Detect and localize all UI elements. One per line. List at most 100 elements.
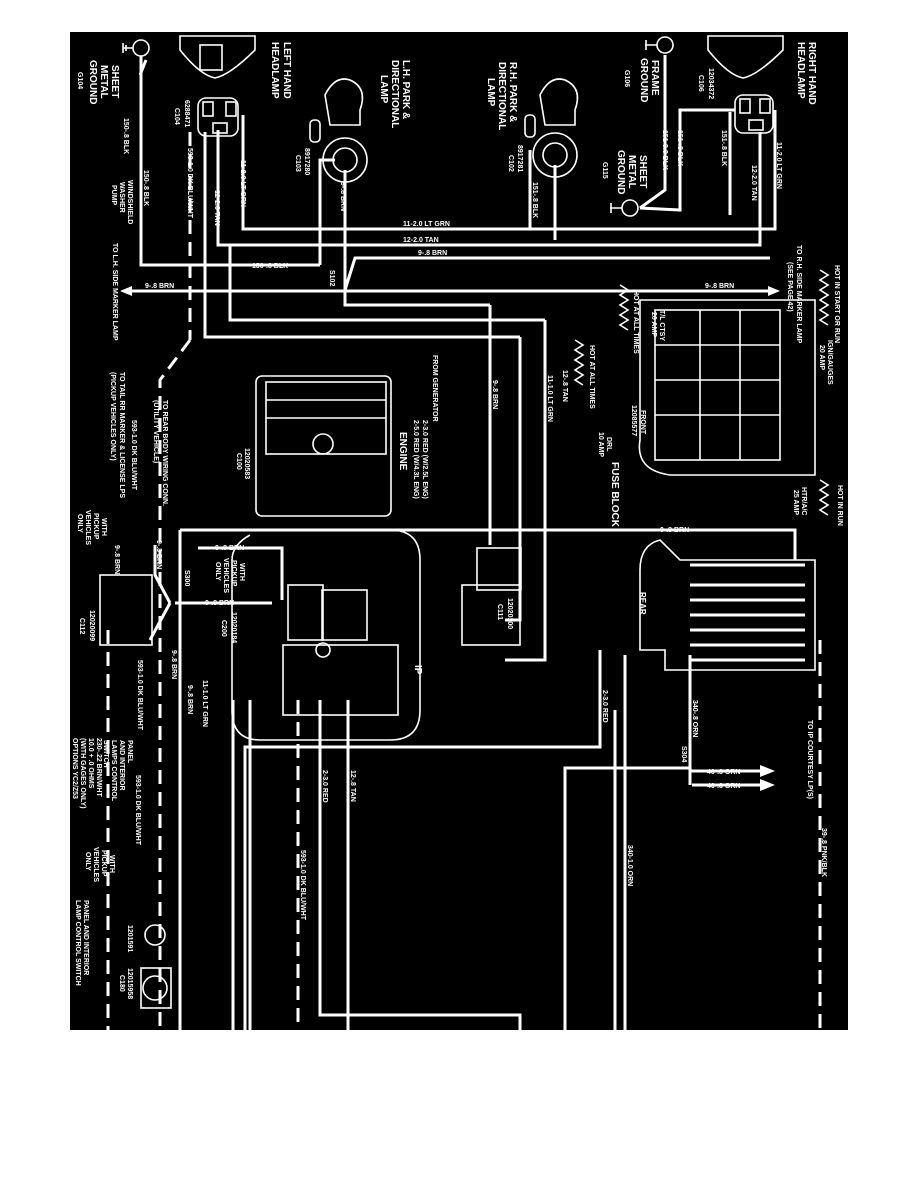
pickup-only-label: WITH (238, 563, 245, 581)
ign-gauges-label-2: 20 AMP (818, 345, 825, 370)
with-pickup-label: WITH (100, 518, 107, 536)
pickup-bottom-label: WITH (108, 855, 115, 873)
windshield-washer-label-3: PUMP (110, 185, 117, 206)
panel-switch-label: PANEL AND INTERIOR (82, 900, 89, 975)
lamp-switch-connectors (140, 924, 172, 1009)
wire-label: 9-.8 BRN (113, 545, 120, 574)
splice-label: S102 (328, 270, 335, 286)
c112-label: 12020099 (88, 610, 95, 641)
c104-label: 6288471 (183, 100, 190, 127)
wire-label: 11-2.0 LT GRN (775, 142, 782, 189)
wire-label: 9-.8 BRN (418, 250, 447, 257)
wire-label: 593-1.0 DK BLU/WHT (299, 850, 306, 921)
right-headlamp (707, 35, 784, 134)
ip-connector-c200 (231, 529, 421, 741)
panel-lamps-switch-label: PANEL (126, 740, 133, 764)
wire-label: 9-.8 BRN (215, 545, 244, 552)
wire-label: 151-.8 BLK (531, 182, 538, 218)
lh-park-label-2: DIRECTIONAL (389, 60, 400, 128)
resistor-label-4: OPTIONS YC2/Z53 (71, 738, 78, 799)
c112-label-2: C112 (78, 618, 85, 634)
resistor-label: 230-.22 BRN/WHT (95, 738, 102, 797)
htr-ac-label-2: 25 AMP (792, 490, 799, 515)
sheet-metal-ground-right-label: SHEET (637, 155, 648, 188)
tl-ctsy-label-2: 20 AMP (650, 312, 657, 337)
wire-label: 9-.8 BRN (170, 650, 177, 679)
with-pickup-label-2: PICKUP (92, 513, 99, 540)
c106-label-2: C106 (697, 75, 704, 92)
wire-label: 39-.8 PNK/BLK (820, 828, 827, 877)
rh-park-label: R.H. PARK & (507, 62, 518, 122)
connector-c100 (255, 375, 392, 517)
wire-label: 9-.8 BRN (205, 600, 234, 607)
c111-label: 12020100 (506, 598, 513, 629)
c103-label-2: C103 (294, 155, 301, 172)
wire-label: 2-3.0 RED (321, 770, 328, 803)
rh-park-label-2: DIRECTIONAL (496, 62, 507, 130)
splice-s304-label: S304 (680, 746, 687, 762)
engine-label: ENGINE (397, 432, 408, 471)
tl-ctsy-label: T/L CTSY (658, 310, 665, 341)
c106-label: 12034372 (707, 68, 714, 99)
wire-label: 40-.8 ORN (707, 783, 740, 790)
drl-label-2: 10 AMP (597, 432, 604, 457)
resistor-label-2: 10.0 + .0 OHMS (87, 738, 94, 789)
wire-label: 12-2.0 TAN (213, 190, 220, 226)
c180-label-2: C180 (118, 975, 125, 992)
c200-label-2: C200 (220, 620, 227, 637)
wire-label: 150-.8 BLK (142, 170, 149, 206)
ign-gauges-label: IGN/GAUGES (826, 340, 833, 385)
ip-label: IP (412, 665, 423, 675)
pickup-only-label-3: VEHICLES (222, 558, 229, 593)
to-rear-body-label-2: (UTILITY VEHICLE) (152, 400, 159, 463)
c104-label-2: C104 (173, 108, 180, 125)
wire-label: 9-.8 BRN (145, 283, 174, 290)
sheet-metal-ground-left-label-2: METAL (98, 65, 109, 99)
to-rh-side-marker-label-2: (SEE PAGE 42) (786, 262, 793, 312)
top-wires (120, 55, 780, 1030)
left-headlamp-label: LEFT HAND (281, 42, 292, 99)
wire-label: 40-.8 ORN (707, 769, 740, 776)
rear-fuse-block (639, 539, 816, 671)
wire-label: 593-1.0 DK BLU/WHT (136, 660, 143, 731)
wire-label: 2-3.0 RED (601, 690, 608, 723)
ground-g106-icon (645, 36, 674, 54)
wire-label: 593-1.0 DK BLU/WHT (134, 775, 141, 846)
panel-lamps-switch-label-4: SWITCH (102, 740, 109, 768)
right-headlamp-label: RIGHT HAND (806, 42, 817, 105)
right-headlamp-label-2: HEADLAMP (795, 42, 806, 99)
c100-label: 12020583 (243, 448, 250, 479)
connector-c111 (461, 547, 522, 646)
to-tail-label-2: (PICKUP VEHICLES ONLY) (109, 372, 116, 461)
windshield-washer-label-2: WASHER (118, 182, 125, 213)
hot-start-run-label: HOT IN START OR RUN (833, 265, 840, 343)
sheet-metal-ground-right-label-3: GROUND (615, 150, 626, 194)
wire-label: 9-.8 BRN (705, 283, 734, 290)
c100-label-2: C100 (235, 453, 242, 470)
c200-label: 12020184 (230, 612, 237, 643)
wire-label: 9-.8 BRN (155, 540, 162, 569)
wire-label: 593-1.0 DK BLU/WHT (130, 420, 137, 491)
wire-label: 9-.8 BRN (491, 380, 498, 409)
c181-label: 1201591 (126, 925, 133, 952)
c102-label: 8917281 (516, 145, 523, 172)
left-headlamp-label-2: HEADLAMP (269, 42, 280, 99)
drl-label: DRL (605, 437, 612, 452)
front-label-2: 12085577 (630, 405, 637, 436)
lh-park-label: L.H. PARK & (400, 60, 411, 119)
rh-park-lamp (524, 78, 579, 178)
g115-label: G115 (601, 162, 608, 179)
connector-c112 (99, 574, 153, 646)
front-fuse-block (638, 299, 816, 476)
pickup-bottom-label-3: VEHICLES (92, 847, 99, 882)
wire-label: 150-.8 BLK (122, 118, 129, 154)
front-label: FRONT (639, 410, 646, 435)
frame-ground-label-2: GROUND (638, 58, 649, 102)
with-pickup-label-4: ONLY (76, 514, 83, 533)
pickup-bottom-label-4: ONLY (84, 852, 91, 871)
hot-all-times-label-2: HOT AT ALL TIMES (588, 345, 595, 409)
htr-ac-label: HTR/A/C (800, 487, 807, 515)
wire-label: 151-.8 BLK (720, 130, 727, 166)
wire-label: 151-3.0 BLK (661, 130, 668, 170)
resistor-label-3: (WITH GAGES ONLY) (79, 738, 86, 809)
